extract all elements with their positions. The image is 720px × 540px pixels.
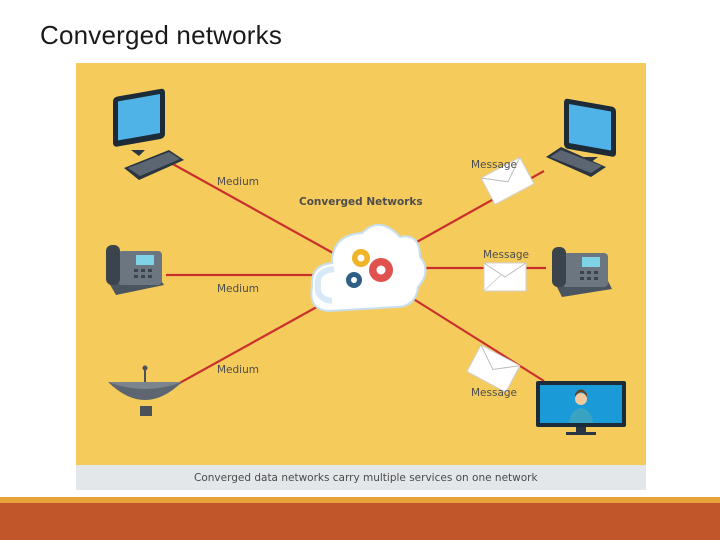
medium-label-1: Medium bbox=[217, 176, 259, 188]
envelope-icon-1 bbox=[480, 156, 535, 206]
computer-right-icon bbox=[546, 98, 616, 177]
line-computer-left bbox=[170, 162, 352, 264]
diagram-canvas bbox=[106, 88, 626, 435]
medium-label-3: Medium bbox=[217, 364, 259, 376]
converged-networks-label: Converged Networks bbox=[299, 196, 423, 208]
computer-left-icon bbox=[113, 88, 184, 180]
medium-label-2: Medium bbox=[217, 283, 259, 295]
footer-bar bbox=[0, 503, 720, 540]
gears-icon bbox=[346, 249, 393, 288]
telephone-right-icon bbox=[552, 247, 612, 297]
envelope-icon-2 bbox=[483, 262, 527, 292]
connection-lines bbox=[166, 162, 546, 386]
message-label-1: Message bbox=[471, 159, 518, 171]
caption-band: Converged data networks carry multiple s… bbox=[76, 465, 646, 490]
message-label-2: Message bbox=[483, 249, 530, 261]
video-monitor-icon bbox=[536, 381, 626, 435]
envelope-icon-3 bbox=[466, 344, 521, 393]
message-label-3: Message bbox=[471, 387, 518, 399]
telephone-left-icon bbox=[106, 245, 164, 295]
diagram-caption: Converged data networks carry multiple s… bbox=[194, 472, 538, 484]
footer-accent-bar bbox=[0, 497, 720, 503]
converged-network-diagram: Medium Converged Networks Medium Medium … bbox=[76, 63, 646, 490]
satellite-dish-icon bbox=[108, 365, 182, 416]
slide-title: Converged networks bbox=[40, 20, 283, 50]
cloud-icon bbox=[310, 224, 427, 313]
